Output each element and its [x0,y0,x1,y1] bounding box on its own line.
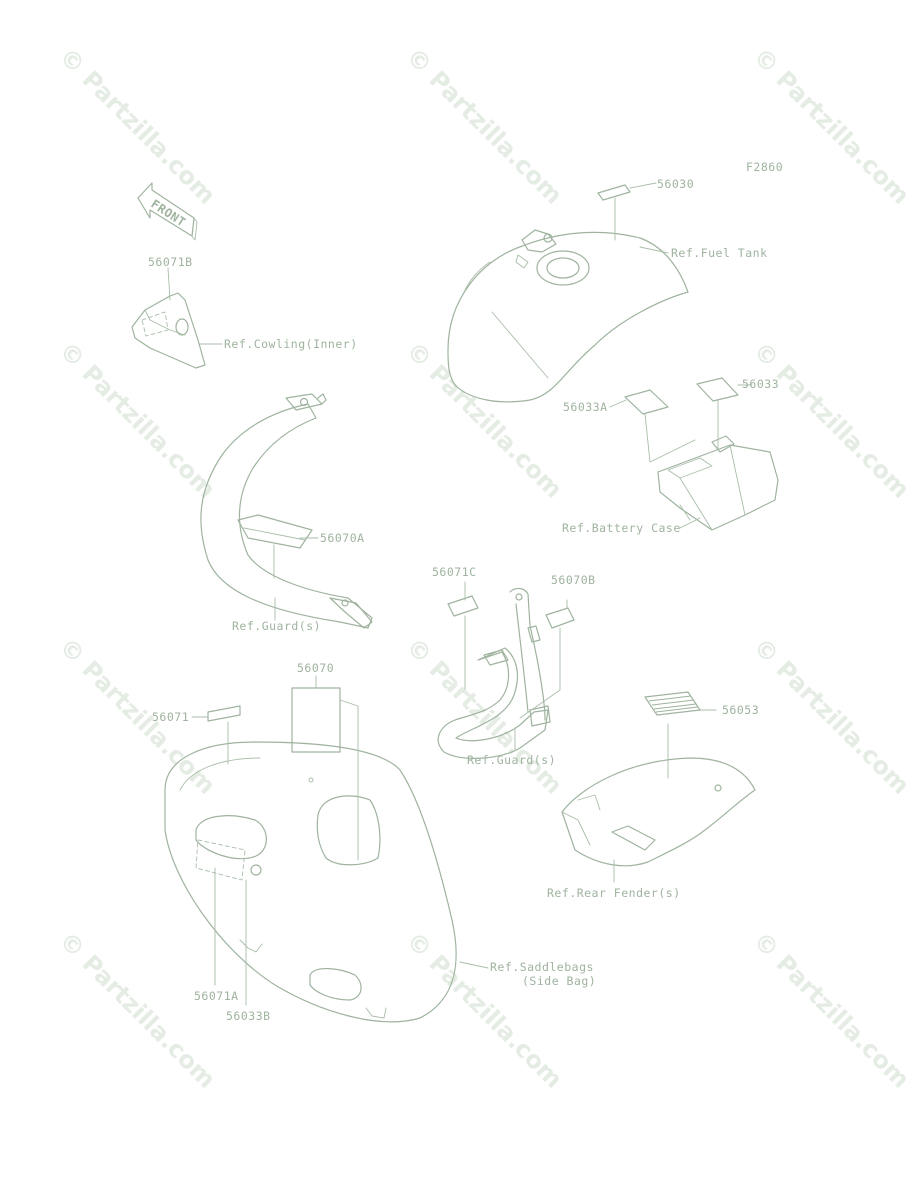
decal-56053-icon [644,691,701,716]
ref-guard-left: Ref.Guard(s) [232,619,321,633]
saddlebag-drawing [164,675,489,1023]
figure-code: F2860 [746,160,783,174]
part-number-56071B: 56071B [148,255,193,269]
part-number-56033A: 56033A [563,400,608,414]
watermark: © Partzilla.com [54,632,221,799]
ref-guard-right: Ref.Guard(s) [467,753,556,767]
watermark: © Partzilla.com [401,42,568,209]
ref-saddlebags: Ref.Saddlebags [490,960,594,974]
part-number-56033B: 56033B [226,1009,271,1023]
right-guard-drawing [437,581,575,759]
part-number-56070A: 56070A [320,531,365,545]
watermark: © Partzilla.com [748,336,915,503]
part-number-56071C: 56071C [432,565,477,579]
rear-fender-drawing [561,691,756,883]
watermark: © Partzilla.com [748,42,915,209]
ref-fuel-tank: Ref.Fuel Tank [671,246,768,260]
ref-side-bag: (Side Bag) [522,974,596,988]
watermark: © Partzilla.com [54,336,221,503]
left-guard-drawing [200,393,373,629]
battery-case-drawing [609,377,779,531]
part-number-56070: 56070 [297,661,334,675]
ref-battery-case: Ref.Battery Case [562,521,681,535]
reference-labels: Ref.Fuel Tank Ref.Cowling(Inner) Ref.Bat… [224,246,768,988]
watermark: © Partzilla.com [748,926,915,1093]
watermark: © Partzilla.com [748,632,915,799]
watermark: © Partzilla.com [54,926,221,1093]
part-number-56053: 56053 [722,703,759,717]
ref-cowling-inner: Ref.Cowling(Inner) [224,337,358,351]
watermark: © Partzilla.com [401,926,568,1093]
part-number-56033: 56033 [742,377,779,391]
part-number-56071: 56071 [152,710,189,724]
watermark: © Partzilla.com [54,42,221,209]
cowling-drawing [131,267,223,369]
fuel-tank-drawing [447,182,689,403]
part-number-56070B: 56070B [551,573,596,587]
part-number-56071A: 56071A [194,989,239,1003]
part-number-56030: 56030 [657,177,694,191]
watermarks: © Partzilla.com © Partzilla.com © Partzi… [54,42,915,1093]
watermark: © Partzilla.com [401,336,568,503]
ref-rear-fender: Ref.Rear Fender(s) [547,886,681,900]
part-labels: 56030 56033 56033A 56071B 56070A 56071C … [148,177,779,1023]
